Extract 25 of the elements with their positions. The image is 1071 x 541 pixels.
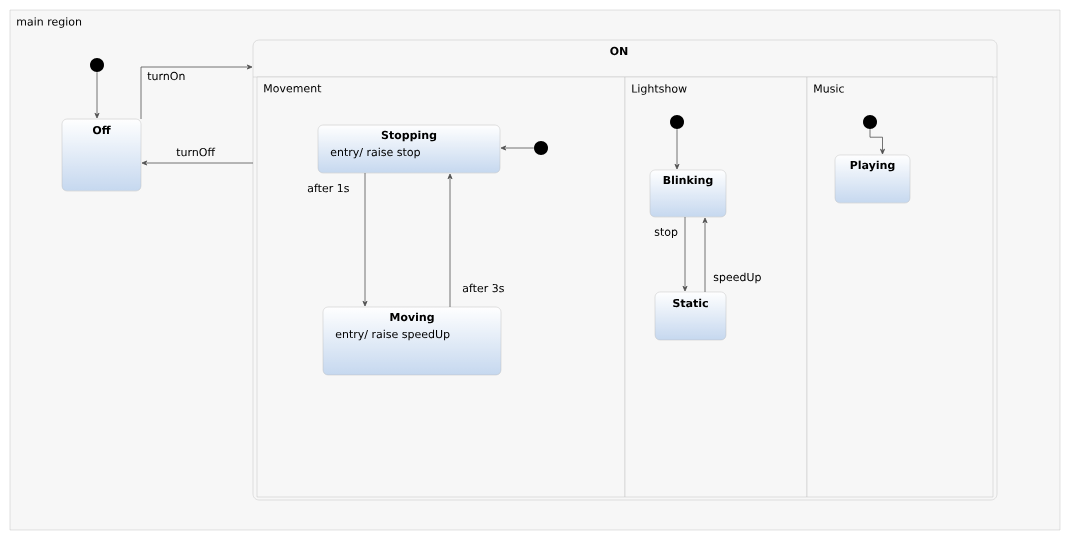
transition-arrow bbox=[447, 173, 453, 308]
state-box: Stopping entry/ raise stop bbox=[317, 124, 501, 174]
edge-label: after 1s bbox=[306, 182, 351, 194]
state-box: Playing bbox=[834, 154, 911, 204]
initial-state-dot bbox=[90, 58, 104, 72]
edge-label: stop bbox=[653, 227, 679, 239]
transition-arrow bbox=[682, 216, 688, 292]
edge-label: after 3s bbox=[461, 282, 506, 294]
transition-arrow bbox=[141, 160, 254, 166]
state-box: Moving entry/ raise speedUp bbox=[322, 306, 502, 376]
state-box: Static bbox=[654, 291, 727, 341]
transition-arrow bbox=[674, 128, 680, 170]
transition-arrow bbox=[94, 71, 100, 119]
transition-arrow bbox=[500, 145, 535, 151]
transition-arrow bbox=[702, 217, 708, 293]
initial-state-dot bbox=[534, 141, 548, 155]
transition-arrow bbox=[869, 128, 885, 155]
edge-label: turnOn bbox=[146, 70, 187, 82]
initial-state-dot bbox=[863, 115, 877, 129]
transition-arrow bbox=[140, 64, 253, 120]
state-box: Blinking bbox=[649, 169, 727, 218]
edge-label: turnOff bbox=[175, 146, 217, 158]
initial-state-dot bbox=[670, 115, 684, 129]
state-box: Off bbox=[61, 118, 142, 192]
transition-arrow bbox=[362, 172, 368, 307]
